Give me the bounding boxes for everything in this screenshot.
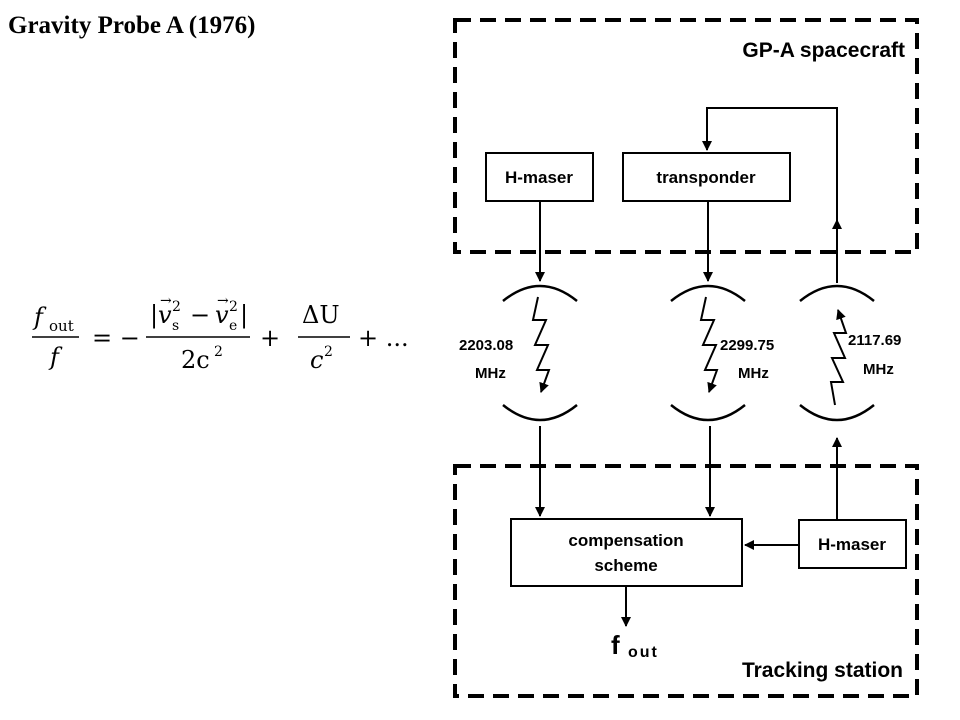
formula-v-s: v (158, 301, 172, 329)
formula-minus-inner: − (190, 301, 210, 329)
formula-abs-close: | (240, 301, 248, 330)
station-hmaser-box (798, 519, 907, 569)
spacecraft-boundary (453, 18, 919, 254)
slide-title: Gravity Probe A (1976) (8, 12, 256, 39)
signal-zigzag-2 (699, 296, 719, 393)
signal-zigzag-3 (829, 309, 848, 406)
formula-vector-arrow-1: → (160, 293, 172, 309)
transponder-box (622, 152, 791, 202)
spacecraft-title: GP-A spacecraft (742, 39, 905, 62)
antenna-upper-3 (799, 284, 875, 302)
formula-rhs2-denominator: c (310, 346, 323, 374)
station-hmaser-label: H-maser (818, 535, 886, 554)
formula-v-s-sub: s (172, 318, 179, 334)
antenna-upper-2 (670, 284, 746, 302)
spacecraft-hmaser-label: H-maser (505, 168, 573, 187)
formula-rhs1-den-sup: 2 (214, 344, 223, 360)
formula-equals-minus: = − (92, 324, 140, 352)
antenna-upper-1 (502, 284, 578, 302)
compensation-label-line1: compensation (568, 531, 683, 550)
formula-v-e-sup: 2 (229, 299, 238, 315)
link2-unit: MHz (738, 365, 769, 382)
formula-abs-open: | (150, 301, 158, 330)
link3-unit: MHz (863, 361, 894, 378)
output-label: f (611, 630, 620, 660)
link1-frequency: 2203.08 (459, 337, 513, 354)
tracking-station-title: Tracking station (742, 659, 903, 682)
antenna-lower-1 (502, 404, 578, 422)
transponder-label: transponder (656, 168, 756, 187)
formula-v-s-sup: 2 (172, 299, 181, 315)
formula-rhs1-denominator: 2c (181, 346, 210, 374)
signal-zigzag-1 (531, 296, 551, 393)
antenna-lower-3 (799, 404, 875, 422)
antenna-lower-2 (670, 404, 746, 422)
compensation-label-line2: scheme (594, 556, 657, 575)
tracking-station-boundary (453, 464, 919, 698)
formula-vector-arrow-2: → (217, 293, 229, 309)
spacecraft-hmaser-box (485, 152, 594, 202)
compensation-scheme-box (510, 518, 743, 587)
formula-tail: + ... (358, 324, 409, 352)
link3-frequency: 2117.69 (848, 332, 901, 349)
formula-rhs2-numerator: ΔU (302, 301, 340, 329)
formula-plus: + (260, 324, 280, 352)
output-label-sub: out (628, 644, 659, 661)
formula-rhs2-den-sup: 2 (324, 344, 333, 360)
formula-v-e: v (215, 301, 229, 329)
uplink-feed-line (702, 107, 838, 222)
link2-frequency: 2299.75 (720, 337, 774, 354)
formula-v-e-sub: e (229, 318, 237, 334)
link1-unit: MHz (475, 365, 506, 382)
formula-lhs-numerator-sub: out (49, 317, 74, 335)
